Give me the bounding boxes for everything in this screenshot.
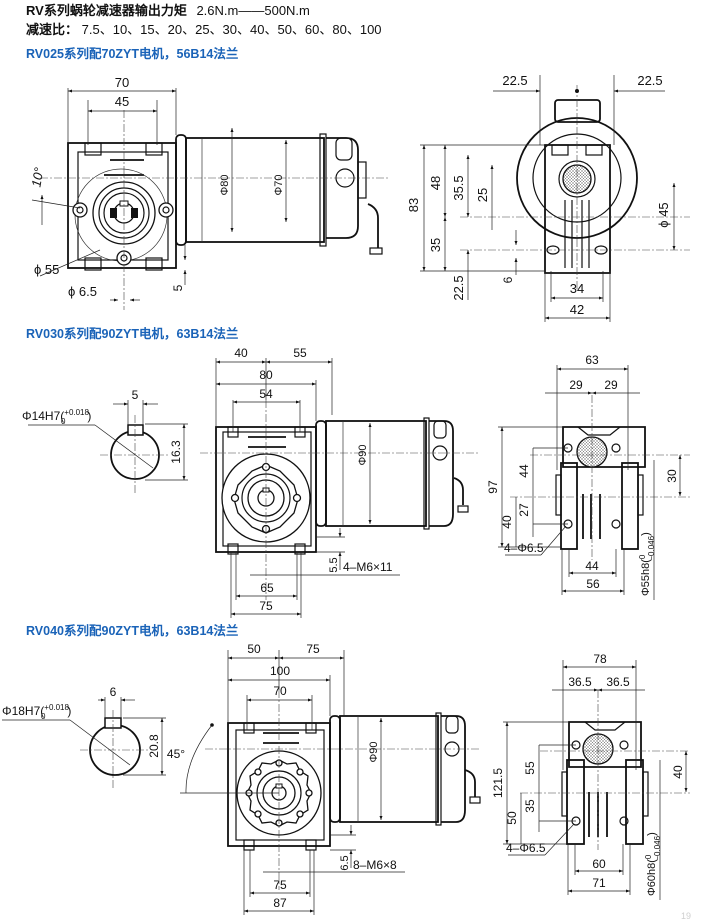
dim-inner-width: 34 bbox=[570, 281, 584, 296]
thread-spec: 8–M6×8 bbox=[353, 858, 397, 872]
dim-flange-dia: ϕ 45 bbox=[656, 202, 671, 227]
thread-spec: 4–M6×11 bbox=[343, 560, 393, 574]
motor-body bbox=[185, 137, 325, 243]
dim-upper: 55 bbox=[523, 761, 537, 775]
dim-half-right: 36.5 bbox=[606, 675, 630, 689]
holes-spec: 4–Φ6.5 bbox=[506, 841, 546, 855]
dim-outer-width: 56 bbox=[586, 577, 600, 591]
dim-hole-span: 75 bbox=[273, 878, 287, 892]
motor-body bbox=[339, 715, 439, 823]
dim-right-offset: 75 bbox=[306, 642, 320, 656]
dim-base-width: 87 bbox=[273, 896, 287, 910]
dim-width-total: 70 bbox=[115, 75, 129, 90]
dim-half-left: 36.5 bbox=[568, 675, 592, 689]
dim-foot-height: 6.5 bbox=[339, 855, 351, 870]
dim-height-total: 121.5 bbox=[491, 768, 505, 798]
dim-half-left: 29 bbox=[569, 378, 583, 392]
dim-left-offset: 50 bbox=[247, 642, 261, 656]
motor-flange bbox=[315, 420, 327, 527]
dim-motor-body-dia: Φ70 bbox=[273, 174, 285, 195]
dim-upper: 48 bbox=[428, 176, 443, 190]
dim-outer-width: 42 bbox=[570, 302, 584, 317]
dim-width-total: 63 bbox=[585, 353, 599, 367]
dim-angle: 45° bbox=[167, 747, 185, 761]
dim-bore-to-axis: 25 bbox=[475, 188, 490, 202]
dim-mid: 27 bbox=[517, 503, 531, 517]
section-title-rv030: RV030系列配90ZYT电机，63B14法兰 bbox=[26, 327, 239, 341]
motor-cable bbox=[367, 203, 379, 248]
dim-right-offset: 40 bbox=[671, 765, 685, 779]
dim-motor-flange-dia: Φ80 bbox=[219, 174, 231, 195]
dim-lower: 50 bbox=[505, 811, 519, 825]
dim-motor-dia: Φ90 bbox=[368, 741, 380, 762]
dim-bolt-span: 45 bbox=[115, 94, 129, 109]
ratio-label: 减速比： bbox=[26, 22, 79, 37]
dim-hole-dia: ϕ 6.5 bbox=[68, 284, 97, 299]
dim-key-height: 16.3 bbox=[169, 440, 183, 464]
dim-key-height: 20.8 bbox=[147, 734, 161, 758]
dim-half-right: 22.5 bbox=[637, 73, 662, 88]
flange-fit-spec: Φ60h8(0−0.046) bbox=[644, 832, 662, 896]
dim-half-right: 29 bbox=[604, 378, 618, 392]
dim-width-total: 78 bbox=[593, 652, 607, 666]
motor-body bbox=[325, 420, 427, 527]
dim-foot: 6 bbox=[501, 276, 515, 283]
rv025-front-view: 70 45 10° Φ80 Φ70 ϕ 55 ϕ 6.5 5 bbox=[28, 75, 390, 310]
dim-mid: 35 bbox=[523, 799, 537, 813]
dim-right-offset: 55 bbox=[293, 346, 307, 360]
rv025-side-view: 22.5 22.5 83 48 35 35.5 22.5 25 6 ϕ 45 3… bbox=[406, 73, 690, 322]
torque-label: RV系列蜗轮减速器输出力矩 bbox=[26, 3, 187, 18]
dim-inner-width: 60 bbox=[592, 857, 606, 871]
angle-arc bbox=[185, 724, 213, 794]
dim-upper: 44 bbox=[517, 464, 531, 478]
dim-width-total: 80 bbox=[259, 368, 273, 382]
ratio-values: 7.5、10、15、20、25、30、40、50、60、80、100 bbox=[81, 22, 382, 37]
page-number: 19 bbox=[680, 911, 691, 921]
dim-key-width: 5 bbox=[132, 388, 139, 402]
dim-height-total: 97 bbox=[486, 480, 500, 494]
dim-pcd: ϕ 55 bbox=[34, 262, 59, 277]
rv040-side-view: 78 36.5 36.5 121.5 55 35 50 40 4–Φ6.5 60… bbox=[491, 652, 690, 900]
dim-lower: 40 bbox=[500, 515, 514, 529]
section-title-rv025: RV025系列配70ZYT电机，56B14法兰 bbox=[26, 47, 239, 61]
dim-right-offset: 30 bbox=[665, 469, 679, 483]
dim-left-offset: 40 bbox=[234, 346, 248, 360]
dim-height-total: 83 bbox=[406, 198, 421, 212]
dim-mid-upper: 35.5 bbox=[451, 175, 466, 200]
section-title-rv040: RV040系列配90ZYT电机，63B14法兰 bbox=[26, 624, 239, 638]
motor-flange bbox=[329, 715, 341, 823]
dim-hole-span: 65 bbox=[260, 581, 274, 595]
rv030-front-view: 40 55 80 54 Φ90 5.5 4–M6×11 65 75 bbox=[200, 346, 480, 618]
torque-header: RV系列蜗轮减速器输出力矩 2.6N.m——500N.m bbox=[26, 3, 310, 19]
dim-inner-width: 44 bbox=[585, 559, 599, 573]
dim-width-total: 100 bbox=[270, 664, 290, 678]
flange-fit-spec: Φ55h8(0−0.046) bbox=[638, 532, 656, 596]
dim-base-width: 75 bbox=[259, 599, 273, 613]
rv030-side-view: 63 29 29 97 44 27 40 30 4–Φ6.5 44 56 Φ55… bbox=[486, 353, 690, 600]
dim-half-left: 22.5 bbox=[502, 73, 527, 88]
dim-key-width: 6 bbox=[110, 685, 117, 699]
dim-outer-width: 71 bbox=[592, 876, 606, 890]
dim-foot-height: 5.5 bbox=[328, 557, 340, 572]
dim-angle: 10° bbox=[28, 166, 46, 188]
motor-cable bbox=[453, 477, 464, 505]
ratio-header: 减速比： 7.5、10、15、20、25、30、40、50、60、80、100 bbox=[26, 22, 382, 38]
dim-lower: 35 bbox=[428, 238, 443, 252]
holes-spec: 4–Φ6.5 bbox=[504, 541, 544, 555]
dim-base: 22.5 bbox=[451, 275, 466, 300]
dim-bolt-span: 54 bbox=[259, 387, 273, 401]
motor-cable bbox=[464, 769, 476, 797]
rv040-front-view: 45° 50 75 100 70 Φ90 6.5 8–M6×8 75 87 bbox=[167, 642, 481, 915]
dim-offset: 5 bbox=[171, 284, 185, 291]
dim-motor-dia: Φ90 bbox=[357, 444, 369, 465]
torque-range: 2.6N.m——500N.m bbox=[196, 3, 310, 18]
dim-bolt-span: 70 bbox=[273, 684, 287, 698]
motor-flange bbox=[175, 134, 187, 246]
